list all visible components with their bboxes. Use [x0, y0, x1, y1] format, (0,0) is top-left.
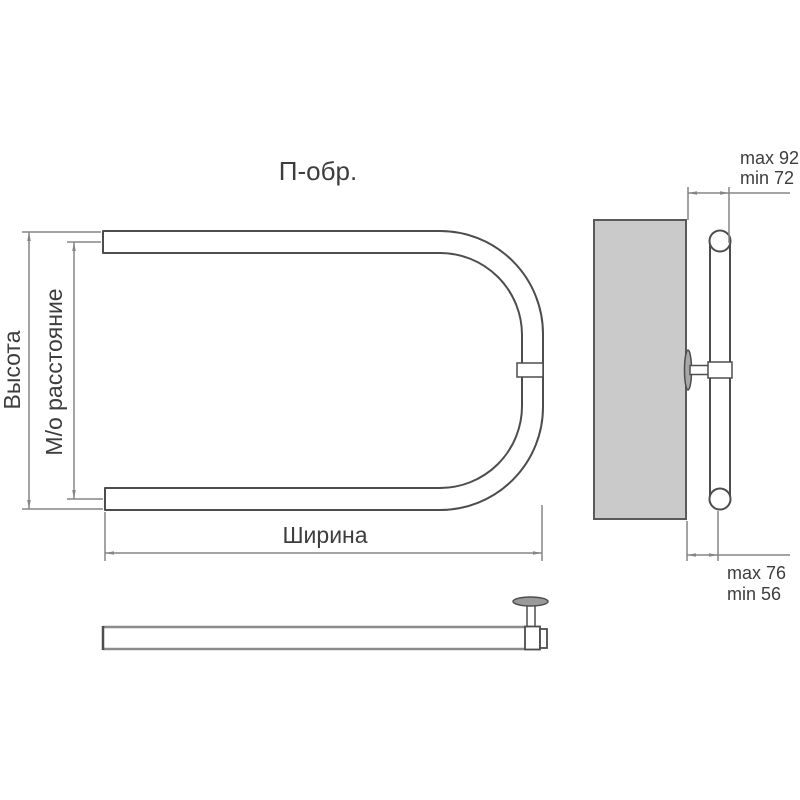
tube-top-bend: [708, 229, 732, 253]
wall-offset-top-min-label: min 72: [740, 168, 794, 188]
tube-bottom-bend: [708, 487, 732, 511]
bracket-collar: [707, 361, 733, 379]
wall-offset-bottom-min-label: min 56: [727, 584, 781, 604]
wall-offset-top-max-label: max 92: [740, 148, 799, 168]
wall-offset-bottom-dimension: [686, 511, 790, 561]
wall-panel: [593, 219, 687, 520]
bracket-flange-bottom: [512, 596, 549, 607]
side-view: [593, 219, 733, 520]
drawing-title: П-обр.: [279, 156, 357, 186]
axial-distance-dimension: [67, 241, 103, 500]
bracket-end-ring-bottom: [539, 628, 548, 649]
wall-bracket-side: [683, 349, 733, 391]
axial-distance-dimension-label: М/о расстояние: [41, 288, 67, 455]
p-shaped-tube-outline: [102, 230, 544, 511]
bracket-collar-bottom: [524, 625, 541, 651]
wall-bracket-bottom: [512, 596, 549, 651]
wall-offset-top-dimension: [687, 187, 790, 243]
width-dimension-label: Ширина: [282, 522, 367, 548]
tube-bottom-profile: [101, 625, 525, 651]
tube-coupling: [516, 362, 544, 378]
height-dimension-label: Высота: [0, 330, 25, 409]
bracket-stem-bottom: [526, 604, 536, 629]
front-view: [102, 230, 544, 511]
width-dimension: [104, 505, 543, 561]
tube-side-profile: [708, 229, 732, 511]
wall-offset-bottom-max-label: max 76: [727, 563, 786, 583]
bottom-view: [101, 596, 549, 651]
bracket-stem: [689, 364, 710, 376]
height-dimension: [22, 231, 103, 510]
